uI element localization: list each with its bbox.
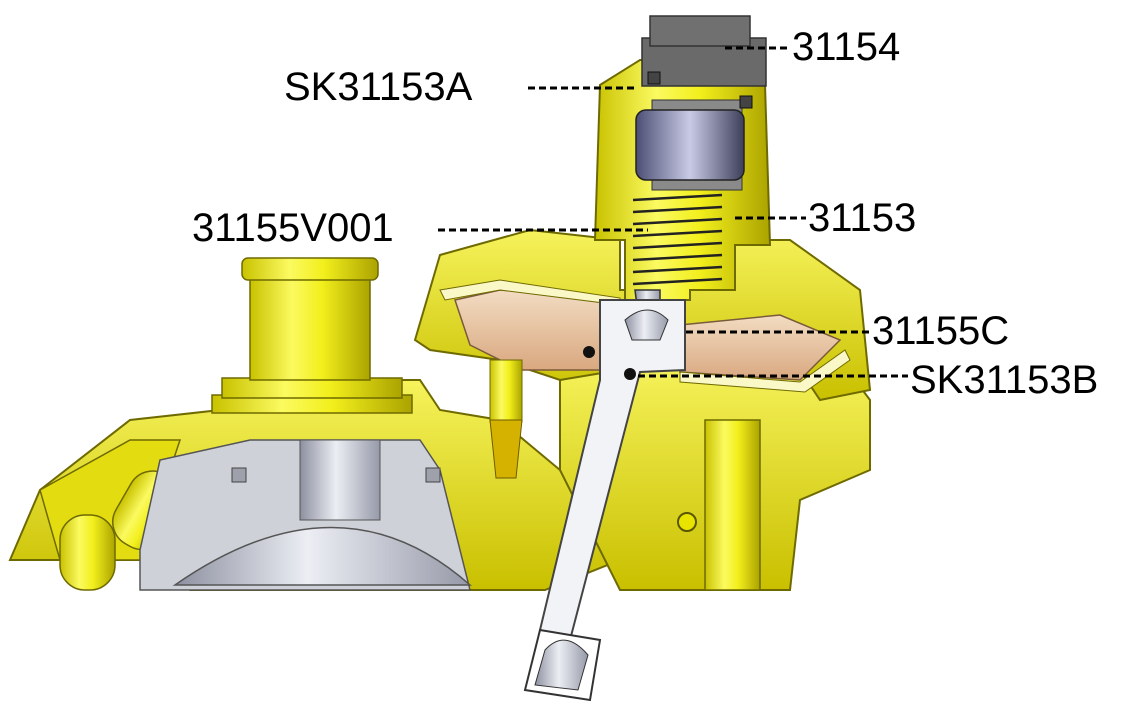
- valve-stem: [523, 289, 686, 702]
- leader-lines: [438, 46, 908, 378]
- grey-section: [139, 439, 472, 591]
- label-31155c: 31155C: [872, 309, 1010, 353]
- label-sk31153a: SK31153A: [284, 65, 473, 109]
- label-31153: 31153: [808, 196, 917, 240]
- o-ring-icon: [583, 346, 595, 358]
- label-sk31153b: SK31153B: [910, 358, 1099, 402]
- label-31154: 31154: [792, 25, 901, 69]
- inlet-pipe: [211, 257, 413, 414]
- upper-tower: [593, 15, 772, 301]
- right-housing: [559, 359, 871, 591]
- o-ring-icon: [624, 368, 636, 380]
- coil-spring-icon: [632, 193, 723, 286]
- label-31155v001: 31155V001: [192, 206, 394, 250]
